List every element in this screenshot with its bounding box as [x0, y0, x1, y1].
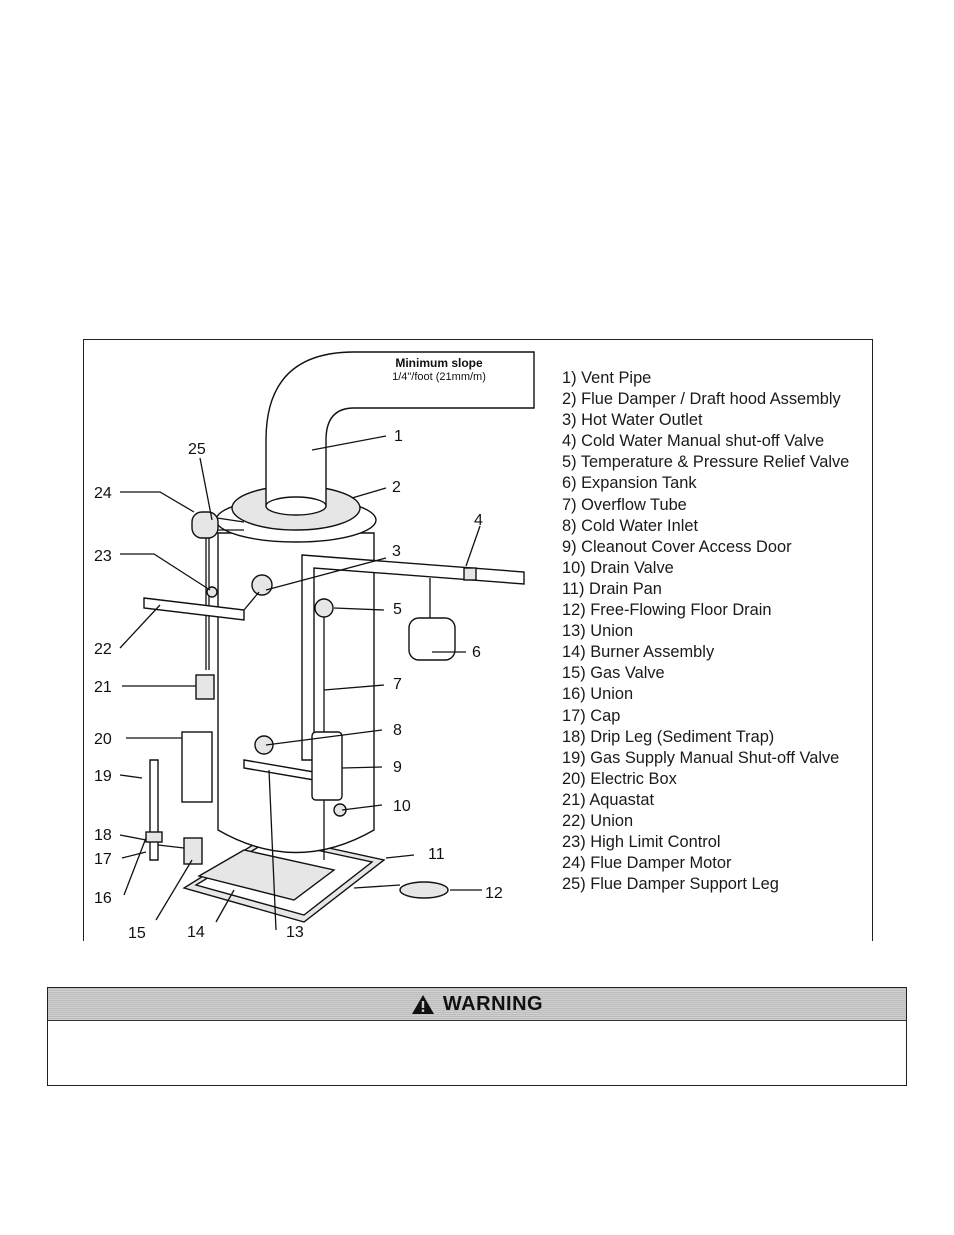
callout-18: 18 [94, 827, 112, 844]
legend-item: 24) Flue Damper Motor [562, 854, 732, 873]
callout-12: 12 [485, 885, 503, 902]
flue-damper-support-leg [216, 517, 245, 531]
callout-15: 15 [128, 925, 146, 942]
callout-7: 7 [393, 676, 402, 693]
vent-collar [265, 496, 327, 516]
callout-13: 13 [286, 924, 304, 941]
cold-water-line [301, 554, 525, 761]
callout-1: 1 [394, 428, 403, 445]
tank-body [217, 532, 375, 854]
callout-25: 25 [188, 441, 206, 458]
callout-8: 8 [393, 722, 402, 739]
hot-water-elbow [243, 591, 260, 611]
callout-6: 6 [472, 644, 481, 661]
hot-water-pipe [143, 597, 245, 621]
legend-item: 18) Drip Leg (Sediment Trap) [562, 727, 775, 746]
callout-22: 22 [94, 641, 112, 658]
legend-item: 23) High Limit Control [562, 833, 721, 852]
legend-item: 11) Drain Pan [562, 579, 662, 598]
drain-pan-outlet [353, 884, 401, 889]
callout-16: 16 [94, 890, 112, 907]
expansion-tank [408, 617, 456, 661]
legend-item: 19) Gas Supply Manual Shut-off Valve [562, 748, 840, 767]
warning-title: WARNING [442, 992, 544, 1015]
gas-union [145, 831, 163, 843]
warning-triangle-icon [411, 994, 434, 1014]
legend-item: 16) Union [562, 685, 634, 704]
water-heater-figure: Minimum slope 1/4"/foot (21mm/m) 1 2 3 4… [83, 339, 873, 942]
gas-valve [183, 837, 203, 865]
callout-numbers: 1 2 3 4 5 6 7 8 9 10 11 12 13 14 15 16 1… [94, 428, 503, 942]
legend-item: 5) Temperature & Pressure Relief Valve [562, 453, 850, 472]
legend-item: 17) Cap [562, 706, 621, 725]
callout-5: 5 [393, 601, 402, 618]
vent-pipe [265, 351, 535, 507]
gas-supply-pipe [149, 759, 159, 861]
callout-10: 10 [393, 798, 411, 815]
callout-14: 14 [187, 924, 205, 941]
aquastat [195, 674, 215, 700]
legend-item: 21) Aquastat [562, 790, 655, 809]
floor-drain [399, 881, 449, 899]
legend-item: 2) Flue Damper / Draft hood Assembly [562, 390, 841, 409]
legend-item: 25) Flue Damper Support Leg [562, 875, 779, 894]
legend-item: 6) Expansion Tank [562, 474, 697, 493]
legend-item: 14) Burner Assembly [562, 643, 715, 662]
legend-item: 15) Gas Valve [562, 664, 665, 683]
hot-water-outlet [251, 574, 273, 596]
legend-item: 20) Electric Box [562, 769, 677, 788]
cleanout-door [311, 731, 343, 801]
legend-item: 9) Cleanout Cover Access Door [562, 537, 792, 556]
legend-item: 13) Union [562, 622, 634, 641]
callout-21: 21 [94, 679, 112, 696]
legend-item: 22) Union [562, 811, 634, 830]
callout-3: 3 [392, 543, 401, 560]
slope-note-title: Minimum slope [395, 356, 483, 370]
water-heater-diagram: Minimum slope 1/4"/foot (21mm/m) 1 2 3 4… [94, 351, 535, 942]
electric-box [181, 731, 213, 803]
callout-2: 2 [392, 479, 401, 496]
legend-item: 7) Overflow Tube [562, 495, 687, 514]
flue-damper-motor [191, 511, 219, 539]
callout-4: 4 [474, 512, 483, 529]
legend-item: 3) Hot Water Outlet [562, 411, 703, 430]
slope-note-subtitle: 1/4"/foot (21mm/m) [392, 371, 486, 383]
parts-legend: 1) Vent Pipe 2) Flue Damper / Draft hood… [562, 368, 849, 895]
callout-11: 11 [428, 846, 445, 863]
callout-24: 24 [94, 485, 112, 502]
legend-item: 4) Cold Water Manual shut-off Valve [562, 432, 825, 451]
callout-20: 20 [94, 731, 112, 748]
shutoff-valve [463, 567, 477, 581]
callout-23: 23 [94, 548, 112, 565]
tp-relief-valve [314, 598, 334, 618]
legend-item: 8) Cold Water Inlet [562, 516, 699, 535]
callout-19: 19 [94, 768, 112, 785]
cold-water-inlet [254, 735, 274, 755]
callout-17: 17 [94, 851, 112, 868]
wiring [205, 538, 210, 670]
burner-assembly [197, 849, 336, 901]
legend-item: 10) Drain Valve [562, 558, 674, 577]
gas-line [157, 844, 185, 849]
legend-item: 1) Vent Pipe [562, 369, 652, 387]
warning-header: WARNING [48, 988, 906, 1021]
legend-item: 12) Free-Flowing Floor Drain [562, 601, 772, 620]
callout-9: 9 [393, 759, 402, 776]
warning-box: WARNING [47, 987, 907, 1086]
leader-lines [119, 435, 482, 931]
